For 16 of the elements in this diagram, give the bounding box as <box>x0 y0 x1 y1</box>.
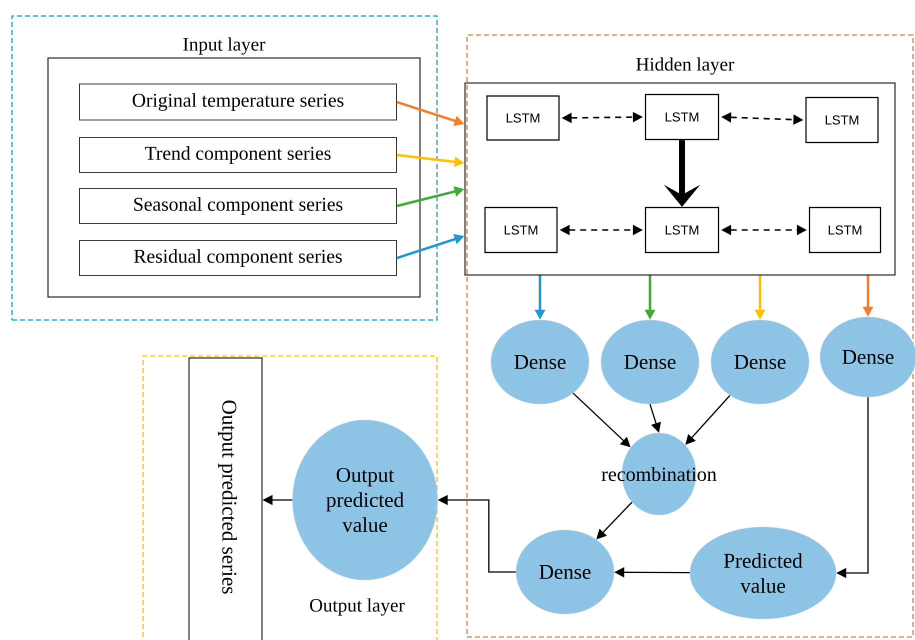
series-box: Original temperature series <box>79 84 397 120</box>
lstm-box: LSTM <box>808 206 882 254</box>
lstm-box: LSTM <box>805 96 879 144</box>
lstm-box: LSTM <box>486 95 560 141</box>
lstm-box: LSTM <box>484 206 558 254</box>
series-box: Trend component series <box>79 137 397 173</box>
layer-title: Input layer <box>183 37 266 55</box>
layer-box <box>48 58 420 298</box>
layer-box <box>464 82 896 276</box>
lstm-box: LSTM <box>644 94 720 140</box>
series-box: Residual component series <box>79 240 397 276</box>
layer-title: Output layer <box>310 598 405 616</box>
output-series-box: Output predicted series <box>188 358 262 640</box>
series-box: Seasonal component series <box>79 188 397 224</box>
layer-title: Hidden layer <box>636 57 734 75</box>
lstm-box: LSTM <box>644 206 720 254</box>
